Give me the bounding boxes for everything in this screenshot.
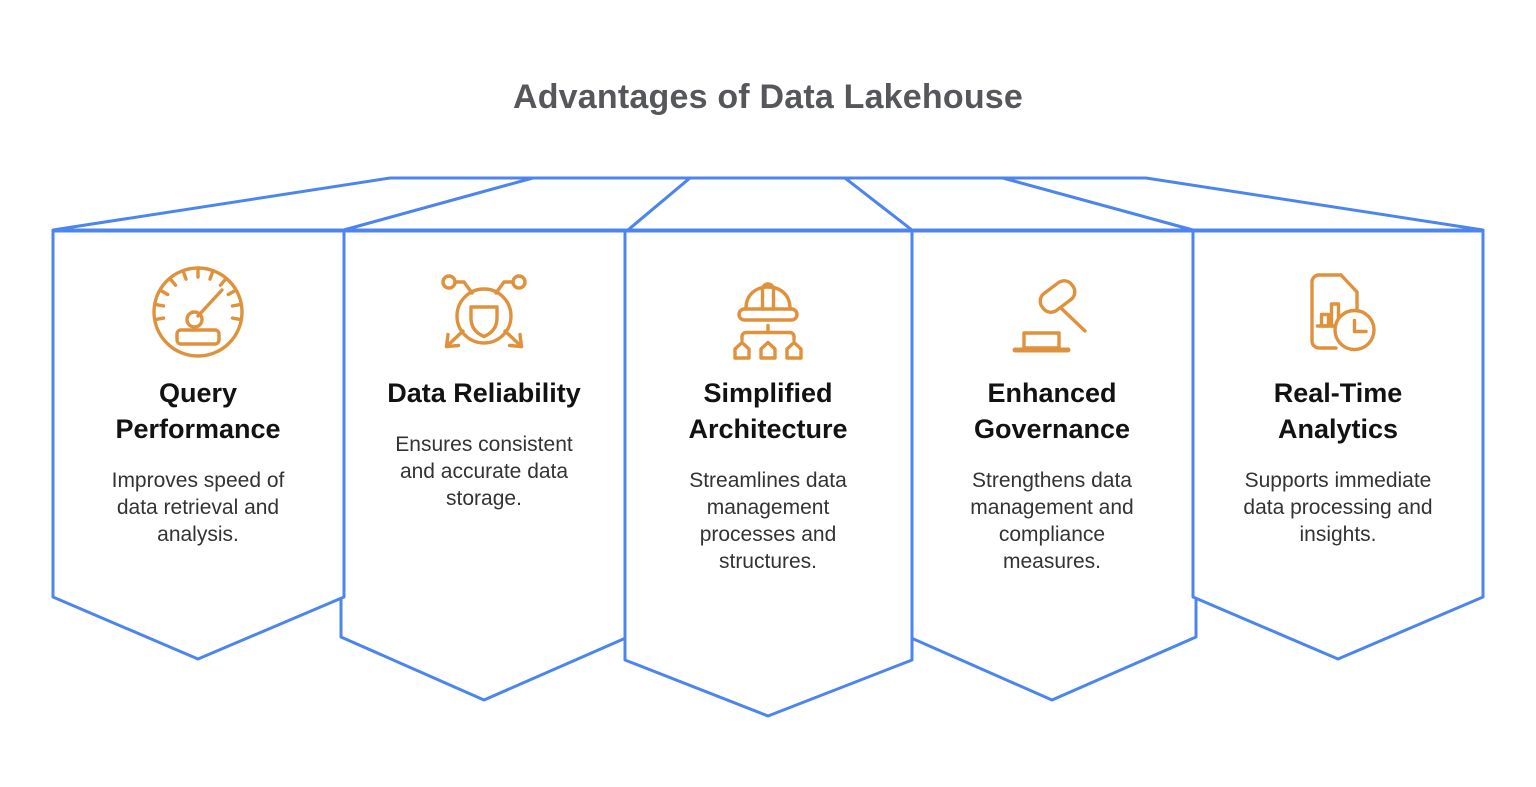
hard-hat-hierarchy-icon bbox=[733, 282, 803, 360]
banner-description: Ensures consistent and accurate data sto… bbox=[395, 433, 573, 510]
banner-title: Simplified Architecture bbox=[688, 378, 848, 444]
banner-data-reliability: Data Reliability Ensures consistent and … bbox=[354, 262, 614, 512]
banner-description: Improves speed of data retrieval and ana… bbox=[111, 469, 285, 546]
banner-simplified-architecture: Simplified Architecture Streamlines data… bbox=[638, 262, 898, 575]
banner-title: Data Reliability bbox=[387, 378, 581, 408]
page-title: Advantages of Data Lakehouse bbox=[512, 78, 1024, 116]
banner-enhanced-governance: Enhanced Governance Strengthens data man… bbox=[922, 262, 1182, 575]
shield-network-icon bbox=[441, 274, 527, 349]
banner-1-pennant bbox=[51, 229, 346, 661]
banner-description: Streamlines data management processes an… bbox=[689, 469, 847, 573]
banner-title: Query Performance bbox=[115, 378, 281, 444]
banner-title: Real-Time Analytics bbox=[1273, 378, 1403, 444]
report-clock-icon bbox=[1310, 273, 1376, 352]
speedometer-icon bbox=[152, 266, 244, 358]
banner-5-pennant bbox=[1191, 229, 1485, 661]
banner-3-pennant bbox=[623, 229, 914, 718]
banner-description: Strengthens data management and complian… bbox=[970, 469, 1134, 573]
banner-title: Enhanced Governance bbox=[973, 378, 1131, 444]
banner-query-performance: Query Performance Improves speed of data… bbox=[68, 262, 328, 548]
banner-description: Supports immediate data processing and i… bbox=[1243, 469, 1433, 546]
gavel-icon bbox=[1012, 279, 1087, 353]
banner-real-time-analytics: Real-Time Analytics Supports immediate d… bbox=[1208, 262, 1468, 548]
